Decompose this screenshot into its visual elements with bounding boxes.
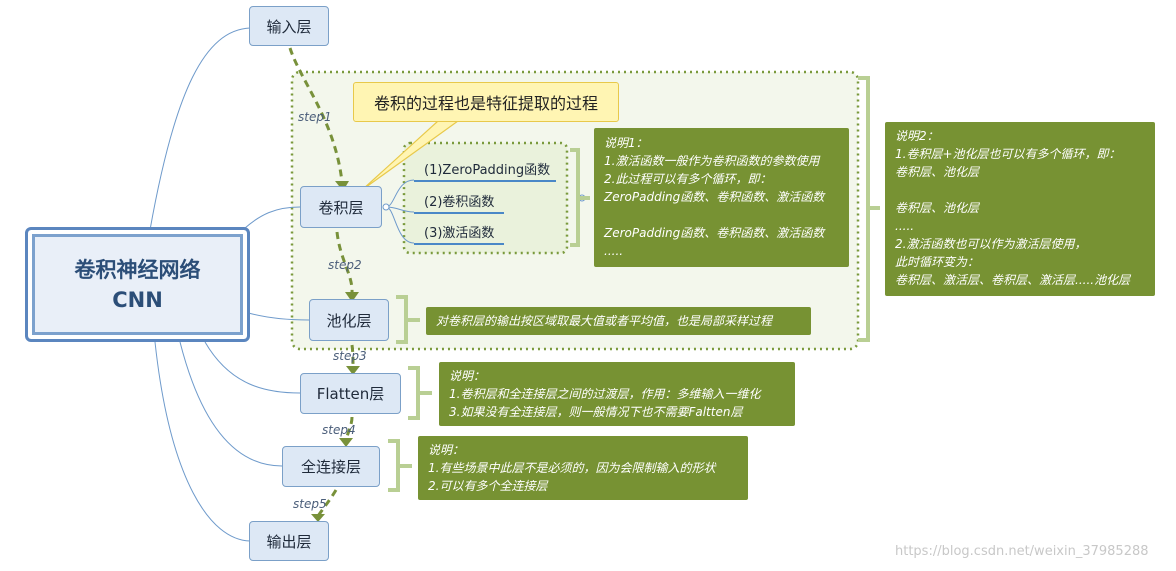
note-conv-explanation: 说明1： 1.激活函数一般作为卷积函数的参数使用 2.此过程可以有多个循环，即：… xyxy=(594,128,849,267)
note-line: 此时循环变为： xyxy=(895,255,980,269)
step1-arrow xyxy=(288,47,344,183)
node-flatten-layer[interactable]: Flatten层 xyxy=(300,373,401,414)
node-conv-layer[interactable]: 卷积层 xyxy=(300,186,382,228)
connector-output xyxy=(154,341,251,542)
note-line: 2.此过程可以有多个循环，即： xyxy=(604,172,772,186)
note-flatten-explanation: 说明： 1.卷积层和全连接层之间的过渡层，作用：多维输入一维化 3.如果没有全连… xyxy=(439,362,795,426)
conv-children-group xyxy=(402,141,569,255)
note-line: 说明： xyxy=(449,369,486,383)
step4-arrow xyxy=(344,416,354,441)
connector-pool xyxy=(244,311,310,321)
root-connectors xyxy=(149,27,310,542)
root-node[interactable]: 卷积神经网络 CNN xyxy=(25,227,250,342)
note-line: ZeroPadding函数、卷积函数、激活函数 xyxy=(604,226,825,240)
root-title: 卷积神经网络 xyxy=(74,257,201,282)
note-line: 1.卷积层+池化层也可以有多个循环，即： xyxy=(895,147,1121,161)
node-fc-layer[interactable]: 全连接层 xyxy=(282,446,380,487)
note-line: ..... xyxy=(604,244,624,258)
note-line: 卷积层、激活层、卷积层、激活层.....池化层 xyxy=(895,273,1131,287)
note-fc-explanation: 说明： 1.有些场景中此层不是必须的，因为会限制输入的形状 2.可以有多个全连接… xyxy=(418,436,748,500)
bracket-group xyxy=(858,76,870,342)
note-line xyxy=(604,206,839,224)
step1-label: step1 xyxy=(298,110,332,124)
conv-child-convolution[interactable]: (2)卷积函数 xyxy=(424,195,495,210)
step5-label: step5 xyxy=(293,497,327,511)
bracket-flatten xyxy=(408,366,420,420)
step2-arrowhead xyxy=(345,292,359,302)
watermark: https://blog.csdn.net/weixin_37985288 xyxy=(895,544,1149,559)
note-line: ZeroPadding函数、卷积函数、激活函数 xyxy=(604,190,825,204)
node-pool-layer[interactable]: 池化层 xyxy=(309,299,389,341)
conv-child-zeropadding[interactable]: (1)ZeroPadding函数 xyxy=(424,163,551,178)
step5-arrowhead xyxy=(311,514,325,522)
note-line: 说明2： xyxy=(895,129,939,143)
step3-arrow xyxy=(350,344,355,369)
note-line xyxy=(895,182,1145,200)
node-output-layer[interactable]: 输出层 xyxy=(249,521,329,561)
note-line: 卷积层、池化层 xyxy=(895,165,980,179)
node-input-layer[interactable]: 输入层 xyxy=(249,6,329,46)
root-subtitle: CNN xyxy=(112,287,163,312)
note-loop-explanation: 说明2： 1.卷积层+池化层也可以有多个循环，即： 卷积层、池化层 卷积层、池化… xyxy=(885,122,1155,296)
conv-child-activation[interactable]: (3)激活函数 xyxy=(424,226,495,241)
note-line: 3.如果没有全连接层，则一般情况下也不需要Faltten层 xyxy=(449,405,743,419)
step4-label: step4 xyxy=(322,423,356,437)
note-line: 1.激活函数一般作为卷积函数的参数使用 xyxy=(604,154,820,168)
step2-label: step2 xyxy=(328,258,362,272)
note-line: ..... xyxy=(895,219,915,233)
connector-flatten xyxy=(204,341,301,394)
connector-fc xyxy=(179,341,283,467)
connector-conv xyxy=(244,206,301,229)
note-pool-explanation: 对卷积层的输出按区域取最大值或者平均值，也是局部采样过程 xyxy=(426,307,811,335)
note-line: 卷积层、池化层 xyxy=(895,201,980,215)
step4-arrowhead xyxy=(339,438,353,447)
note-line: 2.激活函数也可以作为激活层使用， xyxy=(895,237,1087,251)
step3-label: step3 xyxy=(333,349,367,363)
note-line: 2.可以有多个全连接层 xyxy=(428,479,548,493)
note-line: 对卷积层的输出按区域取最大值或者平均值，也是局部采样过程 xyxy=(436,314,773,328)
step3-arrowhead xyxy=(346,366,360,375)
note-line: 1.有些场景中此层不是必须的，因为会限制输入的形状 xyxy=(428,461,716,475)
callout-feature-extraction: 卷积的过程也是特征提取的过程 xyxy=(353,82,619,122)
note-line: 说明： xyxy=(428,443,465,457)
connector-input xyxy=(149,27,251,231)
note-line: 说明1： xyxy=(604,136,648,150)
collapse-handle[interactable] xyxy=(382,203,390,211)
note-brackets xyxy=(388,76,880,492)
child-underlines xyxy=(414,180,556,245)
note-line: 1.卷积层和全连接层之间的过渡层，作用：多维输入一维化 xyxy=(449,387,761,401)
bracket-fc xyxy=(388,439,400,492)
